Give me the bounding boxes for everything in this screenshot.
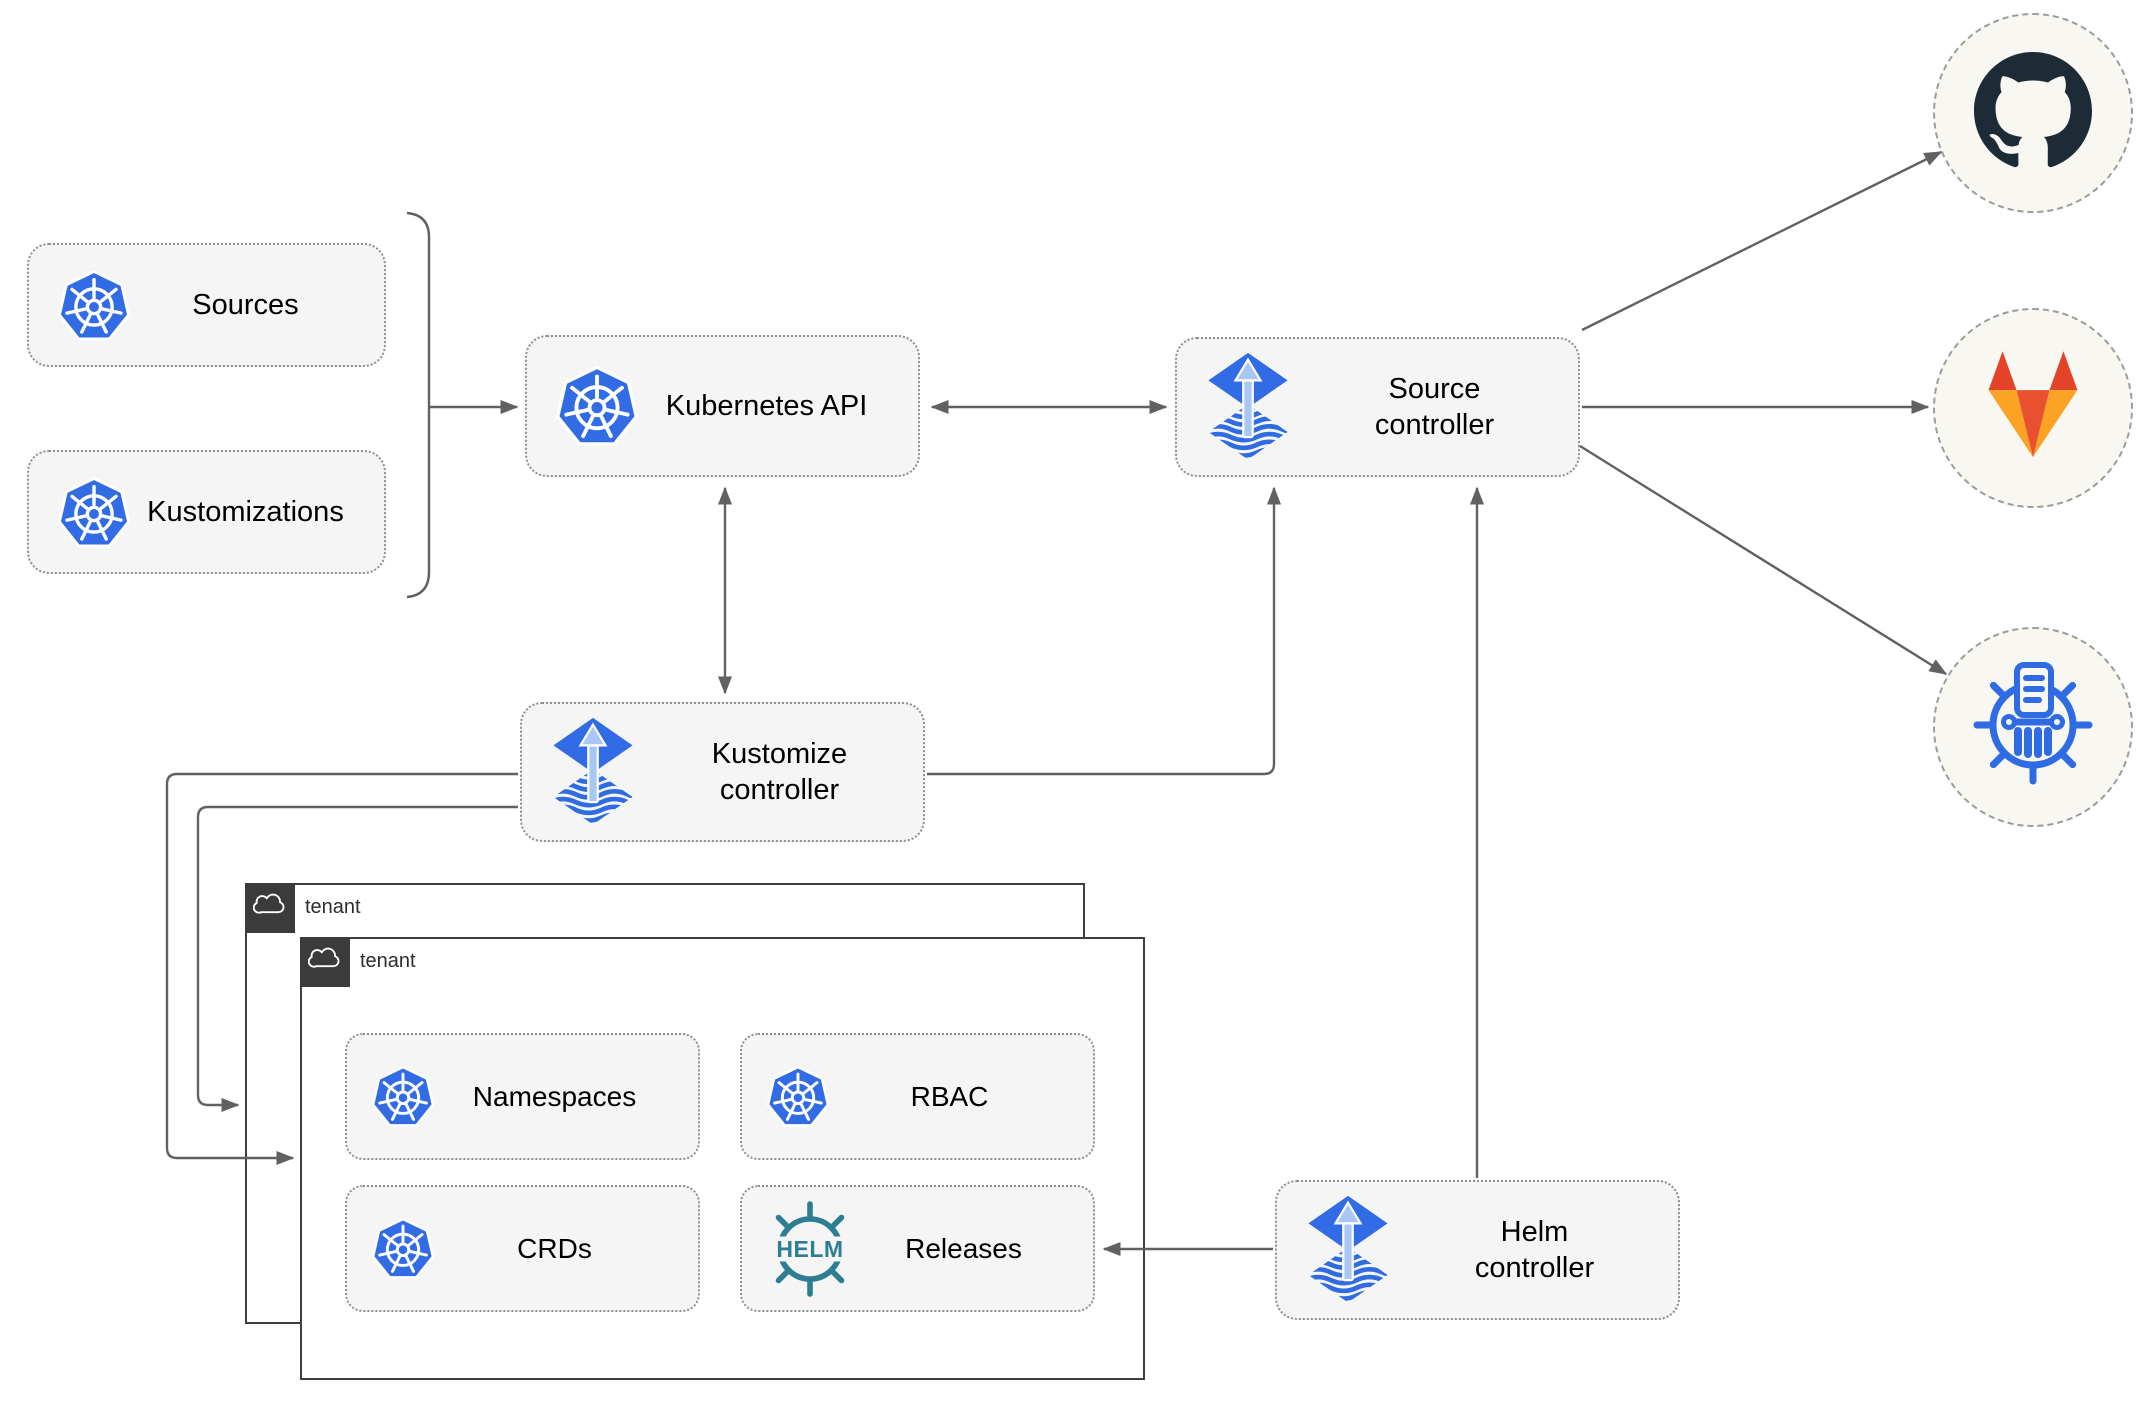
tenant-back-tag xyxy=(244,882,295,933)
kubernetes-icon xyxy=(766,1063,830,1130)
kubernetes-icon xyxy=(555,362,639,450)
gitlab-node xyxy=(1933,308,2133,508)
edge-brace xyxy=(406,211,431,599)
node-releases-label: Releases xyxy=(905,1233,1022,1264)
edge-source-github xyxy=(1581,150,1943,332)
flux-icon xyxy=(1305,1194,1391,1306)
node-kustomizations: Kustomizations xyxy=(27,450,386,574)
flux-icon xyxy=(1205,351,1291,463)
node-source-controller-label: Source controller xyxy=(1374,372,1495,441)
cloud-icon xyxy=(307,945,342,978)
node-namespaces: Namespaces xyxy=(345,1033,700,1160)
kubernetes-icon xyxy=(371,1215,435,1282)
helm-wordmark: HELM xyxy=(776,1236,843,1262)
node-rbac-label: RBAC xyxy=(910,1081,989,1112)
chartmuseum-node xyxy=(1933,627,2133,827)
node-helm-controller-label: Helm controller xyxy=(1474,1215,1595,1284)
tenant-front-label: tenant xyxy=(360,950,416,972)
node-source-controller: Source controller xyxy=(1175,337,1580,477)
cloud-icon xyxy=(252,891,287,924)
gitlab-icon xyxy=(1972,350,2094,467)
kubernetes-icon xyxy=(371,1063,435,1130)
node-sources-label: Sources xyxy=(192,288,299,321)
node-kustomize-controller-label: Kustomize controller xyxy=(711,737,848,806)
node-crds-label: CRDs xyxy=(517,1233,592,1264)
node-rbac: RBAC xyxy=(740,1033,1095,1160)
node-namespaces-label: Namespaces xyxy=(472,1081,637,1112)
node-releases: HELM Releases xyxy=(740,1185,1095,1312)
github-node xyxy=(1933,13,2133,213)
flux-icon xyxy=(550,716,636,828)
node-kubernetes-api-label: Kubernetes API xyxy=(665,389,868,422)
edge-source-chartmuseum xyxy=(1579,444,1948,676)
tenant-back-label: tenant xyxy=(305,896,361,918)
github-icon xyxy=(1974,51,2092,175)
kubernetes-icon xyxy=(57,474,131,551)
node-kustomize-controller: Kustomize controller xyxy=(520,702,925,842)
node-kubernetes-api: Kubernetes API xyxy=(525,335,920,477)
tenant-front-tag xyxy=(299,936,350,987)
helm-icon: HELM xyxy=(762,1201,858,1297)
chartmuseum-icon xyxy=(1968,660,2098,795)
node-kustomizations-label: Kustomizations xyxy=(147,495,344,528)
node-crds: CRDs xyxy=(345,1185,700,1312)
kubernetes-icon xyxy=(57,267,131,344)
node-sources: Sources xyxy=(27,243,386,367)
node-helm-controller: Helm controller xyxy=(1275,1180,1680,1320)
edge-kustomize-source xyxy=(927,486,1281,776)
